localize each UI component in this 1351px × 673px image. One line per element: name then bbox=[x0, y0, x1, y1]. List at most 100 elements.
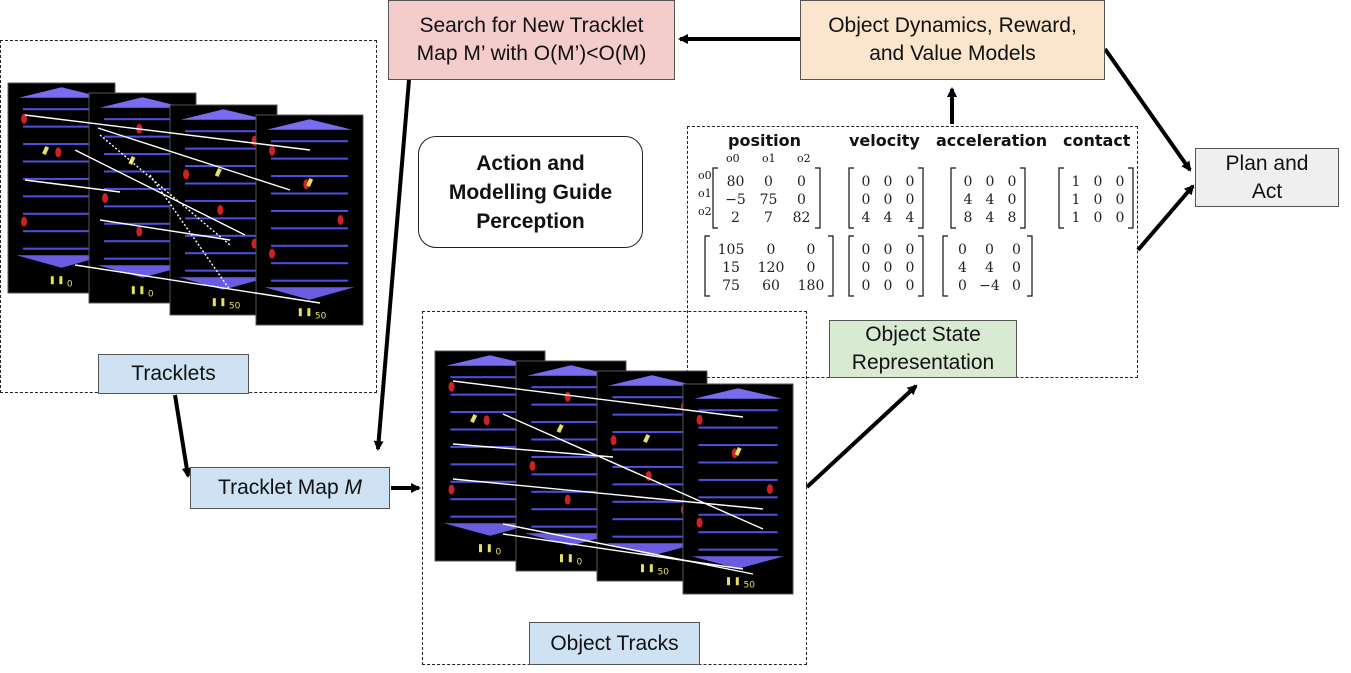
matrix-bracket bbox=[918, 167, 924, 229]
matrix-cell: 0 bbox=[1012, 278, 1021, 294]
platform bbox=[612, 483, 692, 486]
matrix-cell: 2 bbox=[731, 210, 740, 226]
platform bbox=[184, 234, 263, 237]
platform bbox=[184, 130, 263, 133]
matrix-cell: 0 bbox=[797, 192, 806, 208]
top-platform bbox=[446, 355, 534, 366]
matrix-cell: 0 bbox=[985, 242, 994, 258]
dynamics-models-box: Object Dynamics, Reward,and Value Models bbox=[800, 0, 1105, 80]
track-line bbox=[452, 380, 744, 418]
matrix-cell: 0 bbox=[807, 242, 816, 258]
player-sprite bbox=[128, 156, 136, 165]
matrix-cell: 0 bbox=[862, 174, 871, 190]
player-sprite bbox=[221, 298, 225, 307]
enemy-sprite bbox=[564, 494, 571, 505]
platform bbox=[270, 279, 349, 282]
platform bbox=[612, 518, 692, 521]
matrix-cell: 0 bbox=[884, 174, 893, 190]
platform bbox=[270, 140, 349, 143]
platform bbox=[103, 135, 182, 138]
platform bbox=[450, 411, 530, 414]
player-sprite bbox=[735, 577, 739, 586]
enemy-sprite bbox=[448, 484, 455, 495]
matrix-cell: 0 bbox=[958, 242, 967, 258]
enemy-sprite bbox=[610, 435, 617, 446]
platform bbox=[22, 108, 101, 111]
matrix-cell: 0 bbox=[1012, 242, 1021, 258]
platform bbox=[612, 396, 692, 399]
platform bbox=[184, 269, 263, 272]
player-sprite bbox=[556, 424, 564, 433]
platform bbox=[270, 175, 349, 178]
matrix-cell: 1 bbox=[1072, 210, 1081, 226]
matrix-cell: 8 bbox=[964, 210, 973, 226]
object-column-label: o0 bbox=[726, 152, 740, 165]
player-sprite bbox=[470, 414, 478, 423]
matrix-bracket bbox=[950, 167, 956, 229]
platform bbox=[531, 438, 611, 441]
platform bbox=[531, 421, 611, 424]
platform bbox=[103, 118, 182, 121]
matrix-cell: 0 bbox=[906, 278, 915, 294]
player-sprite bbox=[42, 146, 50, 155]
player-sprite bbox=[734, 446, 742, 456]
matrix-header: acceleration bbox=[936, 131, 1047, 150]
enemy-sprite bbox=[183, 169, 190, 180]
matrix-header: contact bbox=[1063, 131, 1131, 150]
matrix-cell: 0 bbox=[862, 278, 871, 294]
matrix-cell: 7 bbox=[764, 210, 773, 226]
matrix-bracket bbox=[828, 235, 834, 297]
matrix-cell: 0 bbox=[767, 242, 776, 258]
score-text: 50 bbox=[315, 312, 327, 322]
enemy-sprite bbox=[102, 193, 109, 203]
platform bbox=[184, 165, 263, 168]
object-row-label: o1 bbox=[698, 187, 712, 200]
platform bbox=[22, 143, 101, 146]
track-line bbox=[149, 174, 231, 291]
player-sprite bbox=[306, 178, 314, 187]
matrix-cell: 4 bbox=[964, 192, 973, 208]
matrix-header: velocity bbox=[849, 131, 920, 150]
matrix-cell: 8 bbox=[1008, 210, 1017, 226]
game-frame: 50 bbox=[682, 383, 794, 595]
platform bbox=[270, 244, 349, 247]
enemy-sprite bbox=[337, 215, 344, 225]
object-tracks-label: Object Tracks bbox=[529, 622, 700, 665]
enemy-sprite bbox=[696, 517, 703, 528]
matrix-cell: 0 bbox=[906, 260, 915, 276]
object-row-label: o0 bbox=[698, 169, 712, 182]
matrix-cell: 4 bbox=[958, 260, 967, 276]
platform bbox=[698, 496, 778, 499]
platform bbox=[103, 153, 182, 156]
platform bbox=[270, 227, 349, 230]
platform bbox=[184, 199, 263, 202]
enemy-sprite bbox=[269, 248, 276, 259]
object-column-label: o2 bbox=[797, 152, 811, 165]
enemy-sprite bbox=[564, 391, 571, 402]
track-line bbox=[24, 179, 121, 193]
matrix-cell: 0 bbox=[1116, 174, 1125, 190]
arrow-state-to-plan bbox=[1136, 184, 1195, 252]
track-line bbox=[502, 523, 754, 575]
matrix-bracket bbox=[815, 167, 821, 229]
matrix-cell: 0 bbox=[1094, 174, 1103, 190]
matrix-bracket bbox=[942, 235, 948, 297]
player-sprite bbox=[649, 564, 653, 573]
player-sprite bbox=[140, 286, 144, 295]
track-line bbox=[452, 443, 614, 458]
player-sprite bbox=[50, 276, 54, 285]
platform bbox=[450, 376, 530, 379]
matrix-cell: 4 bbox=[986, 210, 995, 226]
player-sprite bbox=[487, 544, 491, 553]
matrix-cell: 0 bbox=[1094, 192, 1103, 208]
matrix-cell: 0 bbox=[1116, 210, 1125, 226]
matrix-bracket bbox=[918, 235, 924, 297]
matrix-cell: 75 bbox=[760, 192, 778, 208]
